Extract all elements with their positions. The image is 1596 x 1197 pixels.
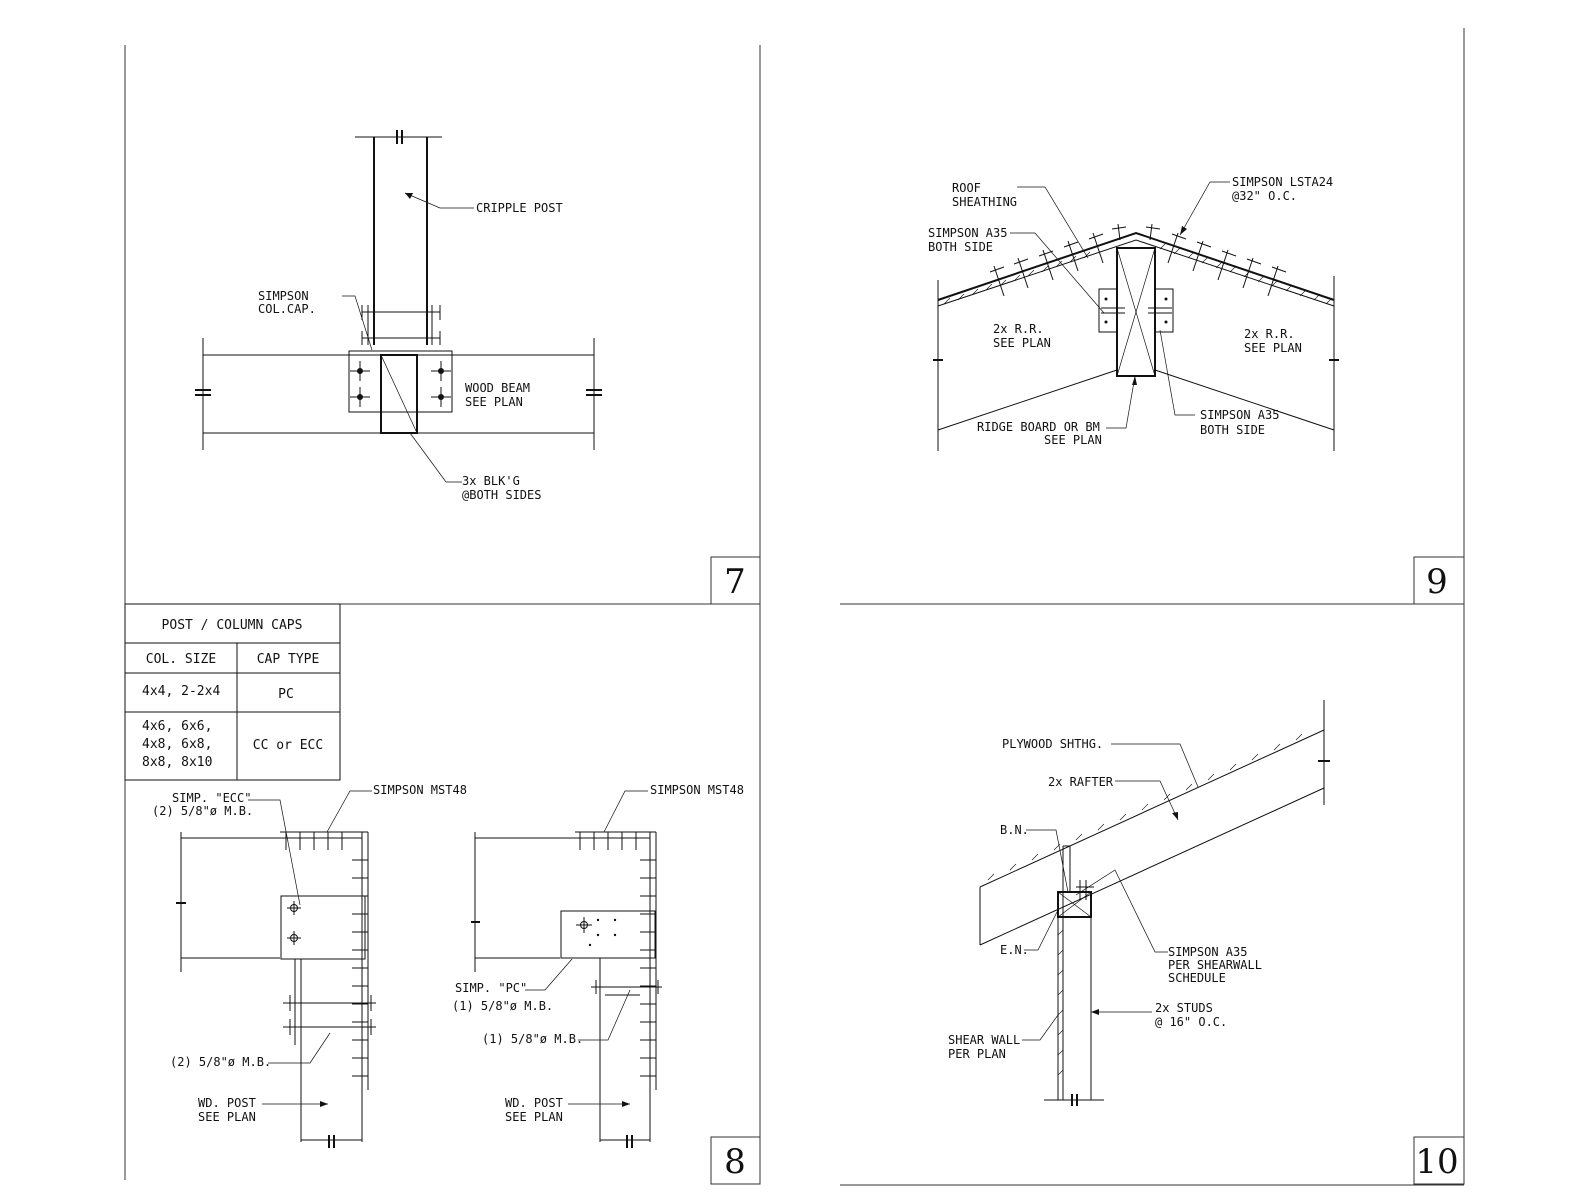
table-header-cap-type: CAP TYPE	[257, 652, 320, 667]
table-cell-cap: CC or ECC	[253, 738, 323, 753]
label-en: E.N.	[1000, 943, 1029, 957]
label-rr-left-1: 2x R.R.	[993, 322, 1044, 336]
detail-number-box-8: 8	[710, 1136, 761, 1185]
plywood-hatch	[987, 733, 1303, 881]
detail-number-box-9: 9	[1413, 556, 1465, 605]
table-cell-size: 8x8, 8x10	[142, 755, 212, 770]
label-right-pc-2: (1) 5/8"ø M.B.	[452, 999, 553, 1013]
table-cell-size: 4x6, 6x6,	[142, 719, 212, 734]
table-cell-size: 4x8, 6x8,	[142, 737, 212, 752]
detail-10-rafter-to-wall: PLYWOOD SHTHG. 2x RAFTER B.N. E.N. SIMPS…	[948, 700, 1330, 1106]
strap-nail-icon	[989, 223, 1287, 297]
label-shear-1: SHEAR WALL	[948, 1033, 1020, 1047]
table-cell-size: 4x4, 2-2x4	[142, 684, 220, 699]
detail-9-ridge: ROOF SHEATHING SIMPSON LSTA24 @32" O.C. …	[928, 175, 1339, 451]
detail-number-8: 8	[724, 1142, 746, 1182]
table-header-col-size: COL. SIZE	[146, 652, 216, 667]
label-right-mst48: SIMPSON MST48	[650, 783, 744, 797]
detail-8-left-ecc-connection: SIMPSON MST48 SIMP. "ECC" (2) 5/8"ø M.B.…	[152, 783, 467, 1148]
detail-number-10: 10	[1415, 1142, 1458, 1182]
cap-bolt-icon	[350, 361, 451, 407]
label-left-mst48: SIMPSON MST48	[373, 783, 467, 797]
label-a35-left-2: BOTH SIDE	[928, 240, 993, 254]
label-rr-right-1: 2x R.R.	[1244, 327, 1295, 341]
detail-number-box-10: 10	[1413, 1136, 1465, 1185]
label-ridge-2: SEE PLAN	[1044, 433, 1102, 447]
label-right-mb: (1) 5/8"ø M.B.	[482, 1032, 583, 1046]
detail-number-7: 7	[724, 562, 746, 602]
label-a35-2: PER SHEARWALL	[1168, 958, 1262, 972]
label-rafter: 2x RAFTER	[1048, 775, 1114, 789]
label-left-mb: (2) 5/8"ø M.B.	[170, 1055, 271, 1069]
detail-number-box-7: 7	[710, 556, 761, 605]
label-cripple-post: CRIPPLE POST	[476, 201, 563, 215]
table-title: POST / COLUMN CAPS	[162, 618, 303, 633]
strap-nail-icon	[579, 832, 656, 1077]
detail-8-right-pc-connection: SIMPSON MST48 SIMP. "PC" (1) 5/8"ø M.B. …	[452, 783, 744, 1148]
label-blkg-1: 3x BLK'G	[462, 474, 520, 488]
label-col-cap-2: COL.CAP.	[258, 302, 316, 316]
label-a35-1: SIMPSON A35	[1168, 945, 1247, 959]
label-wood-beam-2: SEE PLAN	[465, 395, 523, 409]
sheathing-hatch	[943, 242, 1333, 305]
shear-wall-hatch	[1057, 929, 1064, 1076]
label-lsta-2: @32" O.C.	[1232, 189, 1297, 203]
label-plywood: PLYWOOD SHTHG.	[1002, 737, 1103, 751]
label-wood-beam-1: WOOD BEAM	[465, 381, 530, 395]
label-ridge-1: RIDGE BOARD OR BM	[977, 420, 1100, 434]
label-left-ecc-1: SIMP. "ECC"	[172, 791, 251, 805]
label-blkg-2: @BOTH SIDES	[462, 488, 541, 502]
label-rr-right-2: SEE PLAN	[1244, 341, 1302, 355]
label-left-post-2: SEE PLAN	[198, 1110, 256, 1124]
strap-nail-icon	[280, 831, 368, 1077]
label-right-pc-1: SIMP. "PC"	[455, 981, 527, 995]
label-left-post-1: WD. POST	[198, 1096, 256, 1110]
label-a35-left-1: SIMPSON A35	[928, 226, 1007, 240]
label-shear-2: PER PLAN	[948, 1047, 1006, 1061]
label-lsta-1: SIMPSON LSTA24	[1232, 175, 1333, 189]
label-studs-1: 2x STUDS	[1155, 1001, 1213, 1015]
detail-7-post-cap: CRIPPLE POST SIMPSON COL.CAP. WOOD BEAM …	[195, 130, 602, 502]
label-roof-1: ROOF	[952, 181, 981, 195]
label-left-ecc-2: (2) 5/8"ø M.B.	[152, 804, 253, 818]
table-cell-cap: PC	[278, 687, 294, 702]
label-a35-3: SCHEDULE	[1168, 971, 1226, 985]
label-a35-right-2: BOTH SIDE	[1200, 423, 1265, 437]
label-bn: B.N.	[1000, 823, 1029, 837]
label-studs-2: @ 16" O.C.	[1155, 1015, 1227, 1029]
label-right-post-1: WD. POST	[505, 1096, 563, 1110]
label-roof-2: SHEATHING	[952, 195, 1017, 209]
label-col-cap-1: SIMPSON	[258, 289, 309, 303]
label-a35-right-1: SIMPSON A35	[1200, 408, 1279, 422]
label-right-post-2: SEE PLAN	[505, 1110, 563, 1124]
detail-number-9: 9	[1426, 562, 1448, 602]
label-rr-left-2: SEE PLAN	[993, 336, 1051, 350]
detail-8-cap-schedule-table: POST / COLUMN CAPS COL. SIZE CAP TYPE 4x…	[124, 603, 341, 781]
